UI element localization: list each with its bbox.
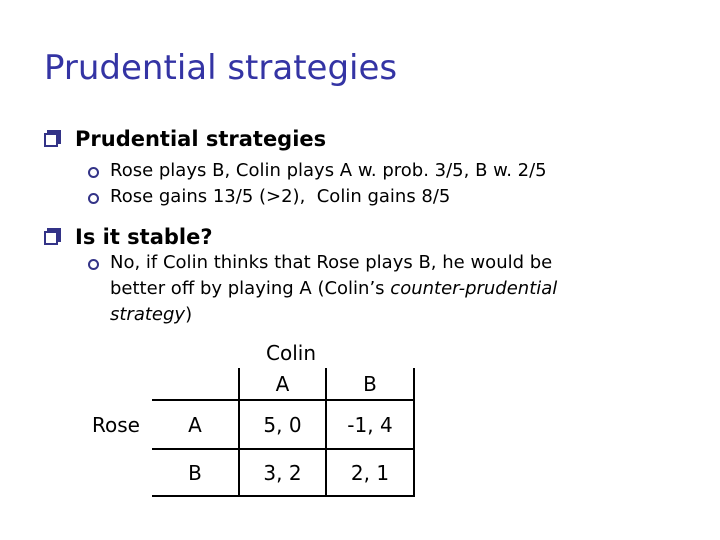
line-1: No, if Colin thinks that Rose plays B, h…	[110, 252, 553, 273]
corner-cell	[152, 368, 239, 401]
payoff-cell-aa: 5, 0	[238, 400, 326, 450]
bullet-heading-text: Prudential strategies	[75, 127, 327, 151]
slide-title: Prudential strategies	[44, 48, 398, 88]
payoff-cell-ba: 3, 2	[238, 449, 326, 497]
col-header-b: B	[325, 368, 415, 401]
col-header-a: A	[238, 368, 326, 401]
bullet-is-it-stable: Is it stable?	[44, 222, 213, 252]
payoff-cell-bb: 2, 1	[325, 449, 415, 497]
line-2: better off by playing A (Colin’s	[110, 278, 391, 299]
row-header-b: B	[152, 449, 239, 497]
subbullet-text: No, if Colin thinks that Rose plays B, h…	[110, 250, 640, 328]
line-3-italic: strategy	[110, 304, 186, 325]
circle-bullet-icon	[88, 259, 99, 270]
row-player-label: Rose	[92, 413, 140, 437]
row-header-a: A	[152, 400, 239, 450]
payoff-matrix: A B A 5, 0 -1, 4 B 3, 2 2, 1	[152, 368, 415, 497]
bullet-heading-text: Is it stable?	[75, 225, 213, 249]
subbullet-rose-gains: Rose gains 13/5 (>2), Colin gains 8/5	[88, 184, 450, 210]
payoff-cell-ab: -1, 4	[325, 400, 415, 450]
table-header-row: A B	[152, 368, 415, 401]
subbullet-text: Rose plays B, Colin plays A w. prob. 3/5…	[110, 160, 547, 181]
subbullet-no-stable-explanation: No, if Colin thinks that Rose plays B, h…	[88, 250, 640, 328]
table-row: A 5, 0 -1, 4	[152, 400, 415, 450]
square-bullet-icon	[44, 133, 58, 147]
line-3-end: )	[185, 304, 193, 325]
column-player-label: Colin	[266, 341, 316, 365]
square-bullet-icon	[44, 231, 58, 245]
subbullet-rose-plays: Rose plays B, Colin plays A w. prob. 3/5…	[88, 158, 547, 184]
bullet-prudential-strategies: Prudential strategies	[44, 124, 326, 154]
line-2-italic: counter-prudential	[390, 278, 558, 299]
circle-bullet-icon	[88, 193, 99, 204]
subbullet-text: Rose gains 13/5 (>2), Colin gains 8/5	[110, 186, 451, 207]
table-row: B 3, 2 2, 1	[152, 449, 415, 497]
circle-bullet-icon	[88, 167, 99, 178]
